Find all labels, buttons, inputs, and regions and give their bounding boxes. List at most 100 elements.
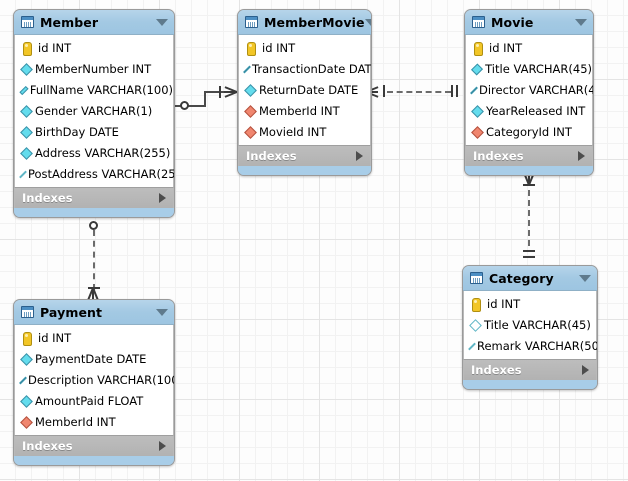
table-column[interactable]: Address VARCHAR(255) (15, 143, 173, 164)
column-label: id INT (38, 330, 72, 345)
table-header[interactable]: Category (463, 266, 597, 291)
table-category[interactable]: Category id INT Title VARCHAR(45) Remark… (462, 265, 598, 390)
indexes-bar[interactable]: Indexes (14, 435, 174, 456)
table-header[interactable]: Movie (465, 10, 593, 35)
cardinality-one-notch (523, 256, 535, 258)
indexes-label: Indexes (473, 149, 524, 163)
column-label: id INT (38, 40, 72, 55)
diamond-cyan-icon (470, 86, 478, 95)
table-column[interactable]: MovieId INT (239, 122, 370, 143)
table-membermovie[interactable]: MemberMovie id INT TransactionDate DATE … (237, 9, 372, 176)
key-icon (472, 297, 481, 312)
table-title: Movie (491, 14, 534, 30)
table-movie[interactable]: Movie id INT Title VARCHAR(45) Director … (464, 9, 594, 176)
table-icon (245, 16, 258, 28)
table-column[interactable]: ReturnDate DATE (239, 80, 370, 101)
table-column[interactable]: id INT (464, 294, 596, 315)
cardinality-zero-or-one (89, 221, 98, 230)
diamond-cyan-icon (471, 105, 484, 118)
table-icon (21, 306, 34, 318)
table-column[interactable]: Title VARCHAR(45) (466, 59, 592, 80)
indexes-label: Indexes (22, 191, 73, 205)
indexes-bar[interactable]: Indexes (463, 359, 597, 380)
triangle-right-icon[interactable] (582, 365, 589, 375)
table-column[interactable]: PostAddress VARCHAR(255) (15, 164, 175, 185)
chevron-down-icon[interactable] (575, 18, 587, 26)
table-column[interactable]: CategoryId INT (466, 122, 592, 143)
table-footer (14, 208, 174, 217)
column-label: MemberId INT (259, 103, 340, 118)
table-column[interactable]: id INT (466, 38, 592, 59)
column-label: Address VARCHAR(255) (35, 145, 171, 160)
diamond-cyan-icon (20, 63, 33, 76)
diamond-red-icon (244, 105, 257, 118)
column-label: TransactionDate DATE (252, 61, 372, 76)
triangle-right-icon[interactable] (578, 151, 585, 161)
table-columns: id INT MemberNumber INT FullName VARCHAR… (14, 35, 174, 187)
key-icon (23, 331, 32, 346)
table-column[interactable]: Director VARCHAR(45) (466, 80, 593, 101)
chevron-down-icon[interactable] (156, 308, 168, 316)
table-columns: id INT Title VARCHAR(45) Remark VARCHAR(… (463, 291, 597, 359)
diamond-cyan-icon (471, 63, 484, 76)
table-column[interactable]: id INT (15, 328, 173, 349)
table-header[interactable]: Payment (14, 300, 174, 325)
table-column[interactable]: MemberNumber INT (15, 59, 173, 80)
table-header[interactable]: MemberMovie (238, 10, 371, 35)
table-columns: id INT Title VARCHAR(45) Director VARCHA… (465, 35, 593, 145)
table-column[interactable]: MemberId INT (239, 101, 370, 122)
table-member[interactable]: Member id INT MemberNumber INT FullName … (13, 9, 175, 218)
diamond-cyan-icon (19, 376, 27, 385)
column-label: Description VARCHAR(100) (28, 372, 175, 387)
connector-segment (190, 105, 206, 107)
table-columns: id INT PaymentDate DATE Description VARC… (14, 325, 174, 435)
table-column[interactable]: Title VARCHAR(45) (464, 315, 596, 336)
column-label: BirthDay DATE (35, 124, 119, 139)
table-column[interactable]: id INT (15, 38, 173, 59)
triangle-right-icon[interactable] (159, 441, 166, 451)
triangle-right-icon[interactable] (356, 151, 363, 161)
diamond-cyan-icon (20, 105, 33, 118)
diamond-cyan-icon (20, 147, 33, 160)
table-title: Member (40, 14, 99, 30)
table-column[interactable]: YearReleased INT (466, 101, 592, 122)
table-column[interactable]: AmountPaid FLOAT (15, 391, 173, 412)
table-column[interactable]: PaymentDate DATE (15, 349, 173, 370)
column-label: Remark VARCHAR(500) (477, 338, 598, 353)
table-column[interactable]: id INT (239, 38, 370, 59)
table-title: Payment (40, 304, 103, 320)
table-column[interactable]: Remark VARCHAR(500) (464, 336, 598, 357)
table-column[interactable]: Gender VARCHAR(1) (15, 101, 173, 122)
indexes-bar[interactable]: Indexes (238, 145, 371, 166)
indexes-bar[interactable]: Indexes (465, 145, 593, 166)
column-label: PostAddress VARCHAR(255) (28, 166, 175, 181)
table-columns: id INT TransactionDate DATE ReturnDate D… (238, 35, 371, 145)
table-column[interactable]: Description VARCHAR(100) (15, 370, 175, 391)
column-label: MemberId INT (35, 414, 116, 429)
diamond-cyan-icon (19, 85, 29, 96)
chevron-down-icon[interactable] (364, 18, 371, 26)
column-label: PaymentDate DATE (35, 351, 147, 366)
chevron-down-icon[interactable] (579, 274, 591, 282)
column-label: Title VARCHAR(45) (485, 61, 592, 76)
diamond-open-icon (469, 319, 482, 332)
connector-segment (528, 190, 530, 246)
table-header[interactable]: Member (14, 10, 174, 35)
connector-segment (387, 91, 451, 93)
cardinality-many (87, 287, 99, 302)
table-column[interactable]: FullName VARCHAR(100) (15, 80, 173, 101)
column-label: Title VARCHAR(45) (484, 317, 591, 332)
table-footer (14, 456, 174, 465)
cardinality-one-notch (523, 250, 535, 252)
table-payment[interactable]: Payment id INT PaymentDate DATE Descript… (13, 299, 175, 466)
table-column[interactable]: MemberId INT (15, 412, 173, 433)
indexes-bar[interactable]: Indexes (14, 187, 174, 208)
table-column[interactable]: BirthDay DATE (15, 122, 173, 143)
table-column[interactable]: TransactionDate DATE (239, 59, 372, 80)
chevron-down-icon[interactable] (156, 18, 168, 26)
triangle-right-icon[interactable] (159, 193, 166, 203)
table-footer (238, 166, 371, 175)
diamond-cyan-icon (20, 126, 33, 139)
diamond-red-icon (244, 126, 257, 139)
